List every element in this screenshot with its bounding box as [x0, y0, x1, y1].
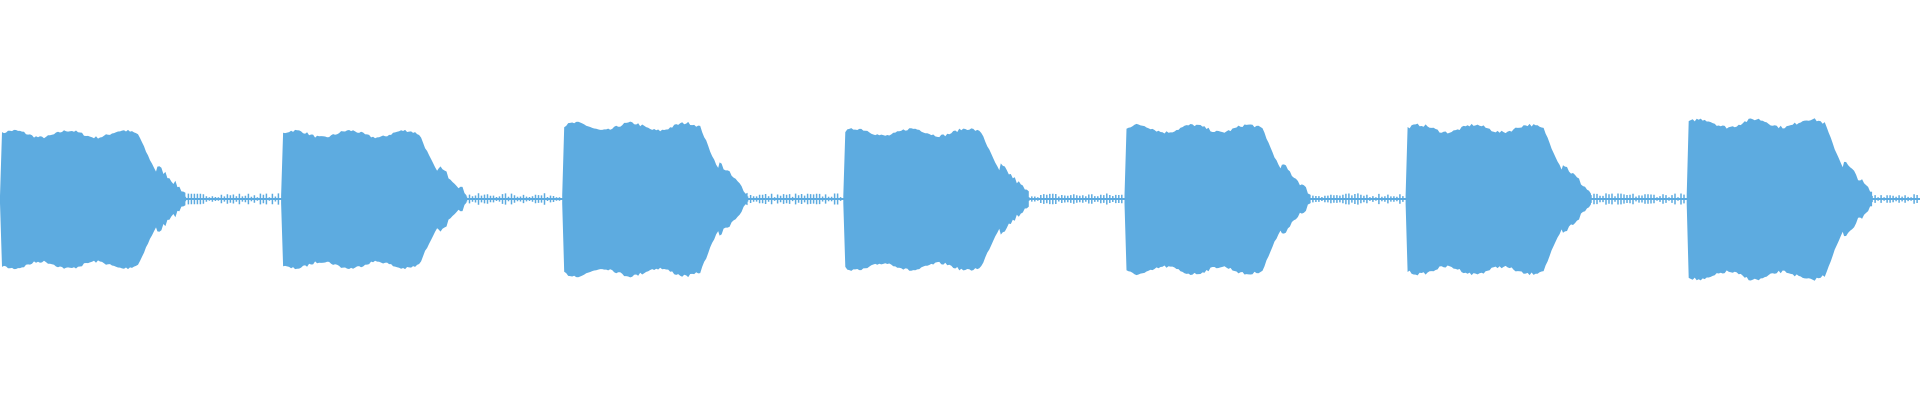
waveform-burst-2 — [281, 129, 467, 270]
waveform-bursts — [0, 118, 1918, 281]
waveform-silence-3 — [746, 193, 842, 205]
waveform-silence-1 — [184, 193, 280, 205]
waveform-burst-5 — [1124, 123, 1310, 276]
waveform-burst-4 — [843, 128, 1029, 271]
waveform-burst-6 — [1405, 123, 1591, 276]
waveform-silence-6 — [1590, 193, 1685, 205]
waveform-silence-7 — [1871, 194, 1918, 204]
waveform-burst-7 — [1686, 118, 1873, 281]
waveform-burst-3 — [562, 121, 748, 278]
waveform-burst-1 — [0, 129, 186, 270]
waveform-silence-5 — [1309, 193, 1404, 205]
waveform-silence-2 — [465, 193, 561, 205]
waveform-silence-4 — [1028, 193, 1123, 205]
